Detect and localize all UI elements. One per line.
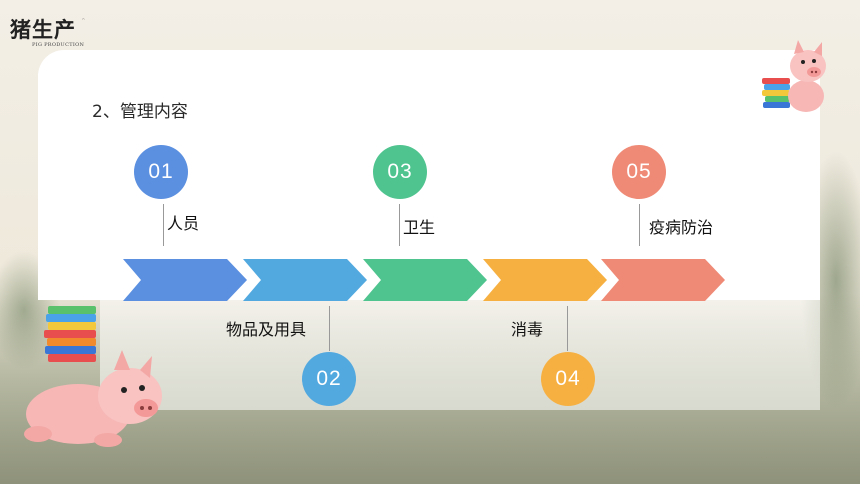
brand-name-cn: 猪生产	[10, 17, 76, 42]
step-4-number-badge: 04	[541, 352, 595, 406]
step-1-label: 人员	[167, 214, 200, 233]
logo-pig-icon: ᵔ	[82, 17, 85, 25]
step-2-label: 物品及用具	[226, 320, 307, 339]
step-4-connector	[567, 306, 568, 351]
step-1-connector	[163, 204, 164, 246]
chevron-step-4	[483, 259, 607, 301]
step-3-label: 卫生	[403, 218, 436, 237]
step-5-connector	[639, 204, 640, 246]
pig-with-books-illustration-bottom	[18, 304, 178, 454]
content-panel-lower	[100, 300, 820, 410]
pig-with-books-illustration-top	[762, 40, 832, 115]
step-5-label: 疫病防治	[649, 218, 714, 237]
step-4-label: 消毒	[511, 320, 544, 339]
chevron-step-3	[363, 259, 487, 301]
chevron-step-1	[123, 259, 247, 301]
step-3-connector	[399, 204, 400, 246]
chevron-step-2	[243, 259, 367, 301]
step-1-number-badge: 01	[134, 145, 188, 199]
section-title: 2、管理内容	[92, 102, 188, 122]
step-5-number-badge: 05	[612, 145, 666, 199]
step-2-number-badge: 02	[302, 352, 356, 406]
chevron-step-5	[601, 259, 725, 301]
step-3-number-badge: 03	[373, 145, 427, 199]
brand-name-en: PIG PRODUCTION	[32, 42, 85, 48]
brand-logo: 猪生产 ᵔ PIG PRODUCTION	[10, 14, 90, 50]
step-2-connector	[329, 306, 330, 351]
